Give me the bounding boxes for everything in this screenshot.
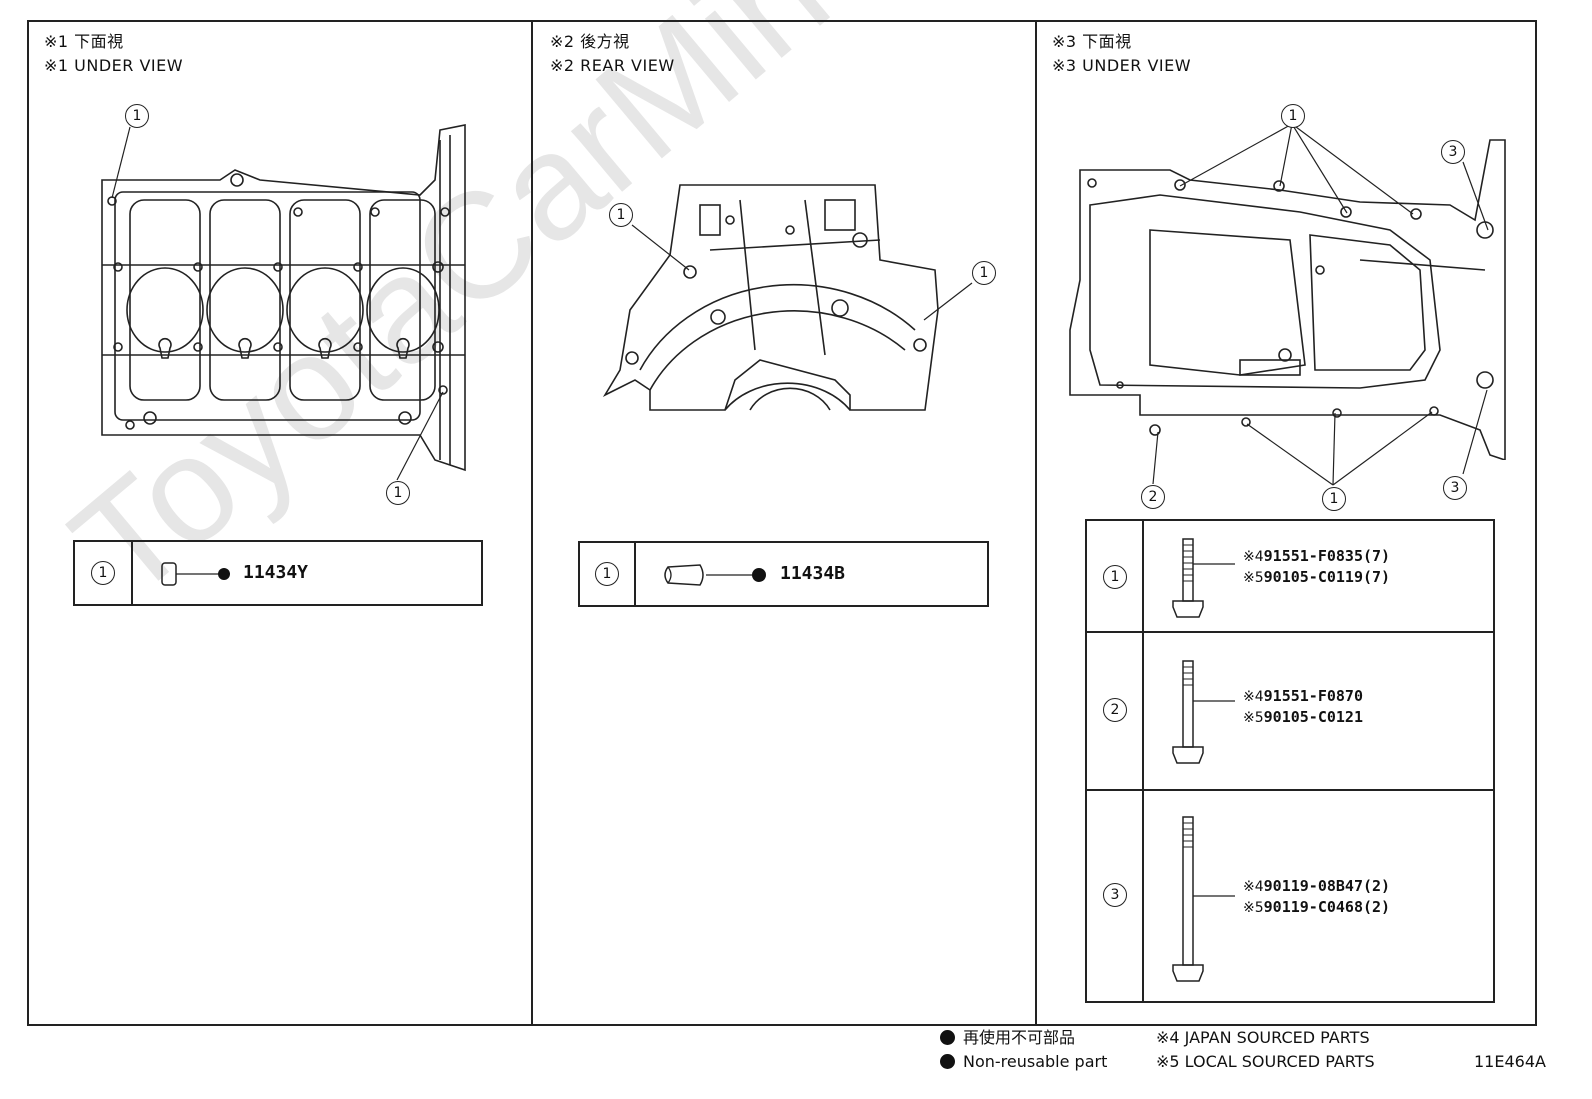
panel-1-leader-lines [111,126,444,481]
legend-nonreusable-jp: 再使用不可部品 [940,1026,1075,1050]
local-part-number: 90119-C0468(2) [1263,898,1391,916]
callout-1: 1 [1322,487,1346,511]
legend-nonreusable-en: Non-reusable part [940,1050,1107,1074]
legend-text: 再使用不可部品 [963,1028,1076,1047]
japan-part-number: 91551-F0835(7) [1263,547,1391,565]
callout-3: 3 [1441,140,1465,164]
panel-2-header-jp: ※2 後方視 [550,32,630,51]
table-num-cell: 1 [75,542,133,604]
item-number: 1 [1103,565,1127,589]
callout-3: 3 [1443,476,1467,500]
panel-1-parts-table: 1 11434Y [73,540,483,606]
part-numbers: ※491551-F0835(7) ※590105-C0119(7) [1243,546,1390,588]
item-number: 3 [1103,883,1127,907]
panel-2-parts-table: 1 11434B [578,541,989,607]
callout-1: 1 [609,203,633,227]
cylinder-block-rear-view-drawing [602,184,939,411]
japan-mark: ※4 [1243,549,1264,565]
local-mark: ※5 [1243,710,1264,726]
local-part-number: 90105-C0119(7) [1263,568,1391,586]
panel-3-header-jp: ※3 下面視 [1052,32,1132,51]
panel-2-header-en: ※2 REAR VIEW [550,56,675,75]
japan-part-number: 90119-08B47(2) [1263,877,1391,895]
japan-part-number: 91551-F0870 [1263,687,1363,705]
diagram-frame [27,20,1537,1026]
callout-1: 1 [1281,104,1305,128]
panel-divider [531,20,533,1026]
nonreusable-dot-icon [940,1030,955,1045]
item-number: 2 [1103,698,1127,722]
illustration-code: 11E464A [1474,1052,1546,1071]
table-divider [1142,521,1144,1001]
flange-bolt-icon [1172,816,1235,982]
japan-mark: ※4 [1243,689,1264,705]
legend-local-sourced: ※5 LOCAL SOURCED PARTS [1156,1052,1375,1071]
legend-text: Non-reusable part [963,1052,1108,1071]
item-number: 1 [595,562,619,586]
part-numbers: ※490119-08B47(2) ※590119-C0468(2) [1243,876,1390,918]
panel-1-header-jp: ※1 下面視 [44,32,124,51]
nonreusable-dot-icon [940,1054,955,1069]
callout-1: 1 [386,481,410,505]
part-number: 11434B [780,563,846,584]
panel-1-header-en: ※1 UNDER VIEW [44,56,184,75]
panel-divider [1035,20,1037,1026]
item-number: 1 [91,561,115,585]
straight-pin-icon [664,564,766,586]
flange-bolt-icon [1172,660,1235,764]
local-mark: ※5 [1243,900,1264,916]
part-numbers: ※491551-F0870 ※590105-C0121 [1243,686,1363,728]
local-mark: ※5 [1243,570,1264,586]
table-num-cell: 1 [580,543,636,605]
knock-pin-icon [161,562,230,586]
flange-bolt-icon [1172,538,1235,618]
panel-2-leader-lines [631,224,973,321]
panel-3-header-en: ※3 UNDER VIEW [1052,56,1192,75]
table-divider [1087,631,1493,633]
callout-1: 1 [972,261,996,285]
oil-pan-under-view-drawing [1069,139,1506,460]
callout-2: 2 [1141,485,1165,509]
legend-japan-sourced: ※4 JAPAN SOURCED PARTS [1156,1028,1370,1047]
panel-3-leader-lines [1152,123,1489,486]
callout-1: 1 [125,104,149,128]
panel-3-parts-table: 1 ※491551-F0835(7) ※590105-C0119(7) 2 ※4… [1085,519,1495,1003]
japan-mark: ※4 [1243,879,1264,895]
local-part-number: 90105-C0121 [1263,708,1363,726]
part-number: 11434Y [243,562,309,583]
table-divider [1087,789,1493,791]
